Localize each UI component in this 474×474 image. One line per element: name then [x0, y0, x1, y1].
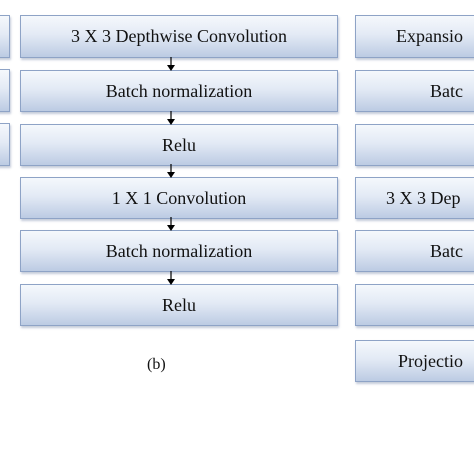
block-label: 1 X 1 Convolution: [111, 187, 247, 208]
block-label: Batc: [430, 80, 463, 101]
block-batch-normalization-1: Batch normalization: [20, 70, 338, 112]
arrow-down-icon: [167, 111, 175, 125]
left-column-block-2: [0, 69, 10, 112]
block-label: Batc: [430, 240, 463, 261]
block-label: Batch normalization: [105, 80, 253, 101]
block-batch-normalization-2: Batch normalization: [20, 230, 338, 272]
block-c-3: [355, 124, 474, 166]
block-pointwise-convolution: 1 X 1 Convolution: [20, 177, 338, 219]
block-expansion: Expansio: [355, 15, 474, 58]
block-label: Batch normalization: [105, 240, 253, 261]
arrow-down-icon: [167, 57, 175, 71]
block-batch-norm-c-2: Batc: [355, 230, 474, 272]
block-label: 3 X 3 Dep: [386, 187, 461, 208]
block-depthwise-convolution: 3 X 3 Depthwise Convolution: [20, 15, 338, 58]
block-label: Relu: [162, 294, 196, 315]
block-label: Expansio: [396, 26, 463, 46]
block-label: Relu: [162, 134, 196, 155]
block-label: Projectio: [398, 350, 463, 371]
arrow-down-icon: [167, 271, 175, 285]
block-relu-2: Relu: [20, 284, 338, 326]
block-batch-norm-c-1: Batc: [355, 70, 474, 112]
left-column-block-1: [0, 15, 10, 58]
block-label: 3 X 3 Depthwise Convolution: [71, 26, 287, 46]
block-depthwise-c: 3 X 3 Dep: [355, 177, 474, 219]
block-projection: Projectio: [355, 340, 474, 382]
arrow-down-icon: [167, 217, 175, 231]
caption-b: (b): [147, 356, 166, 373]
block-relu-1: Relu: [20, 124, 338, 166]
arrow-down-icon: [167, 164, 175, 178]
block-c-6: [355, 284, 474, 326]
left-column-block-3: [0, 123, 10, 166]
